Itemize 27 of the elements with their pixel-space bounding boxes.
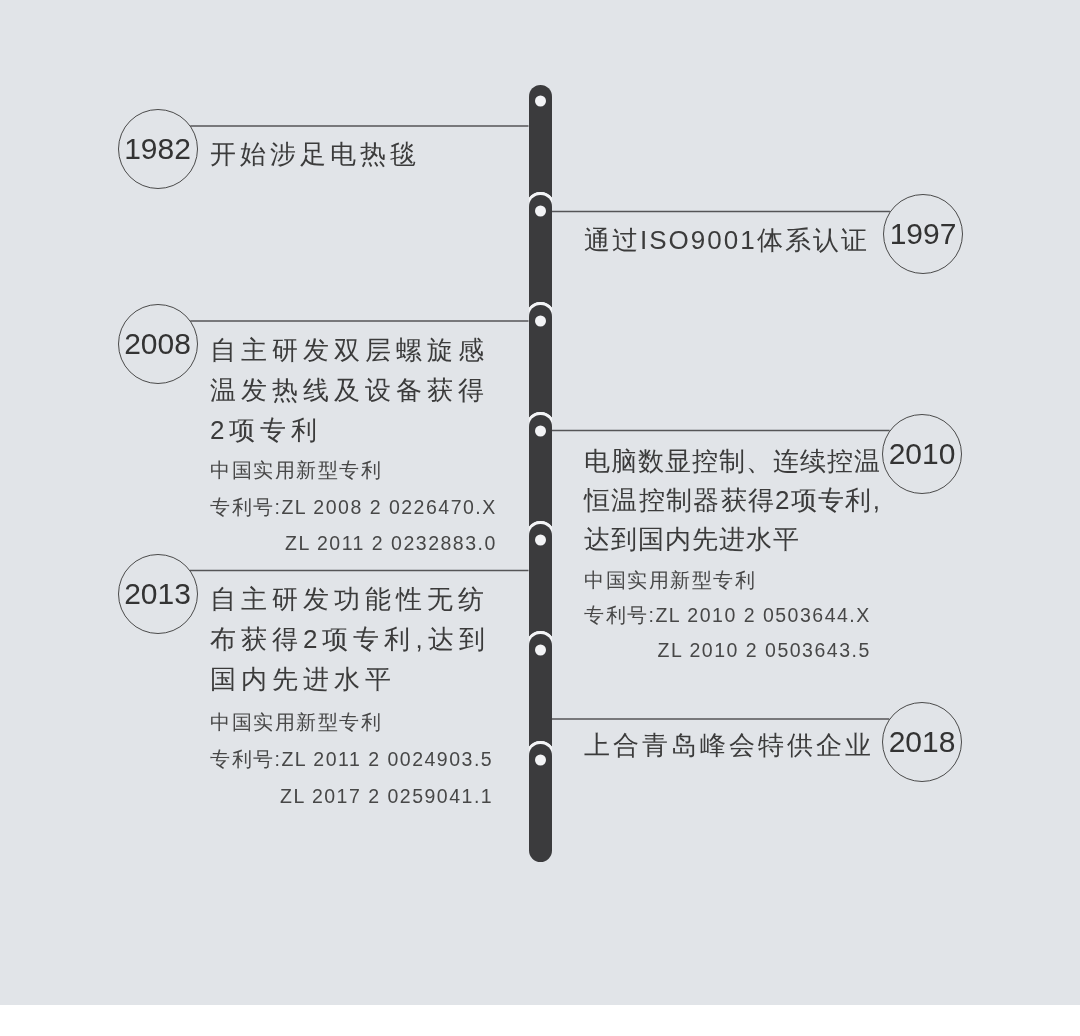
connector-line — [550, 210, 891, 213]
event-description: 电脑数显控制、连续控温恒温控制器获得2项专利,达到国内先进水平 — [584, 444, 881, 556]
year-label: 1997 — [889, 219, 957, 249]
year-label: 2008 — [124, 329, 191, 359]
patent-number-text: ZL 2011 2 0232883.0 — [284, 531, 497, 556]
event-description: 自主研发双层螺旋感温发热线及设备获得2项专利 — [210, 334, 490, 447]
patent-number-text: ZL 2010 2 0503643.5 — [656, 638, 871, 663]
connector-line — [189, 320, 530, 322]
connector-line — [550, 718, 890, 720]
connector-line — [189, 569, 530, 572]
patent-number-text: ZL 2017 2 0259041.1 — [278, 784, 494, 809]
year-label: 2010 — [888, 439, 956, 469]
patent-number-text: 专利号:ZL 2008 2 0226470.X — [210, 494, 497, 520]
year-label: 2018 — [888, 727, 956, 757]
patent-number-text: 专利号:ZL 2010 2 0503644.X — [584, 603, 871, 628]
patent-type-text: 中国实用新型专利 — [210, 710, 383, 735]
event-description: 自主研发功能性无纺布获得2项专利,达到国内先进水平 — [210, 582, 491, 696]
connector-line — [189, 125, 530, 127]
year-label: 2013 — [124, 579, 191, 609]
event-description: 开始涉足电热毯 — [210, 138, 421, 171]
patent-number-text: 专利号:ZL 2011 2 0024903.5 — [210, 747, 494, 772]
connector-line — [550, 429, 891, 432]
year-label: 1982 — [124, 134, 191, 164]
event-description: 通过ISO9001体系认证 — [584, 223, 870, 257]
event-description: 上合青岛峰会特供企业 — [584, 728, 875, 762]
patent-type-text: 中国实用新型专利 — [210, 458, 383, 483]
patent-type-text: 中国实用新型专利 — [584, 568, 757, 593]
